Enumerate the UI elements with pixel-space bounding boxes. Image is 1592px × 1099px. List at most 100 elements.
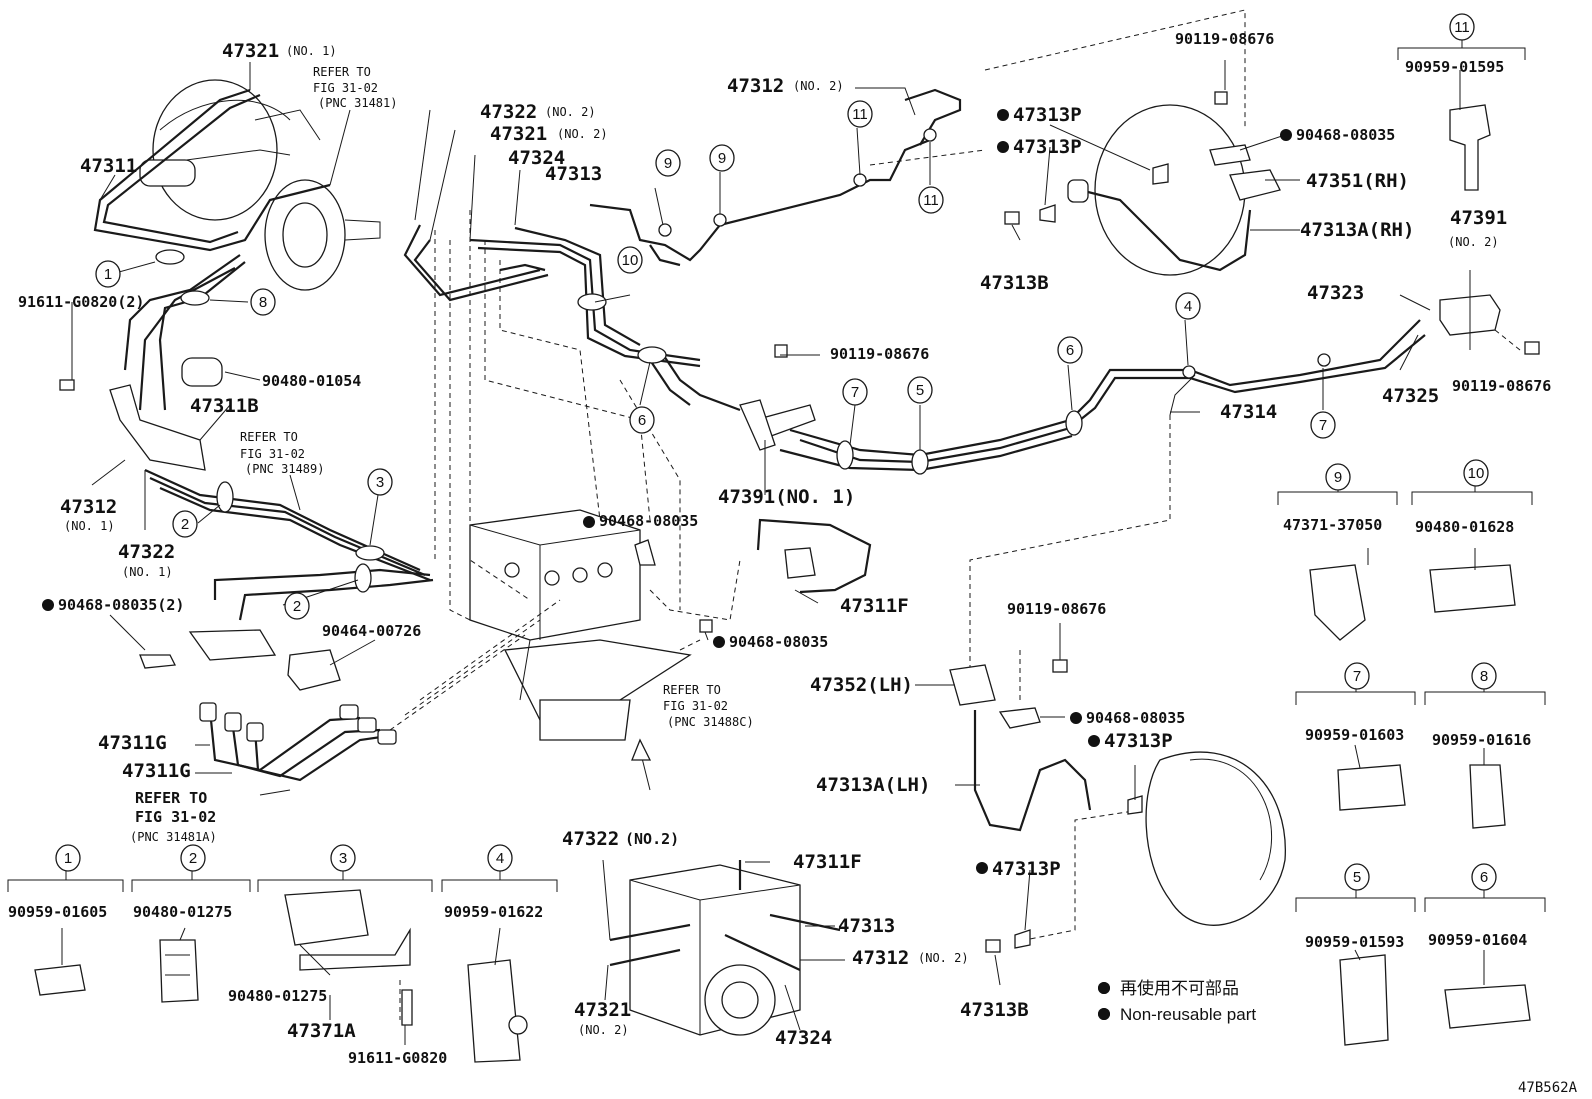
label-47311f-b: 47311F bbox=[793, 851, 862, 873]
bracket-left bbox=[109, 357, 341, 691]
refer-c-line2: FIG 31-02 bbox=[135, 808, 216, 826]
refer-b-line3: (PNC 31489) bbox=[245, 462, 324, 476]
label-47313p-b: 47313P bbox=[1013, 136, 1082, 158]
label-47321-no1: 47321 bbox=[222, 40, 279, 62]
label-47321-no2: 47321 bbox=[490, 123, 547, 145]
label-90480-01275-b: 90480-01275 bbox=[228, 987, 327, 1005]
pipe-47311f bbox=[634, 518, 872, 594]
clip-header-8-number: 8 bbox=[1480, 668, 1488, 685]
clip-header-1-number: 1 bbox=[64, 850, 72, 867]
clip-header-6-circle bbox=[1471, 863, 1497, 891]
label-90464-00726: 90464-00726 bbox=[322, 622, 421, 640]
bolt-icons bbox=[59, 91, 1540, 953]
label-47351-rh: 47351(RH) bbox=[1306, 170, 1409, 192]
callout-2-circle bbox=[172, 510, 198, 538]
label-47313-b: 47313 bbox=[838, 915, 895, 937]
callout-12-circle bbox=[907, 376, 933, 404]
callout-4-circle bbox=[284, 592, 310, 620]
lh-brake-hose bbox=[949, 664, 1286, 926]
clip-shapes bbox=[34, 564, 1531, 1063]
clip-10-part: 90480-01628 bbox=[1415, 518, 1514, 536]
label-47322-no1: 47322 bbox=[118, 541, 175, 563]
callout-7-number: 10 bbox=[622, 252, 639, 269]
clip-header-8-circle bbox=[1471, 662, 1497, 690]
legend-en: Non-reusable part bbox=[1120, 1005, 1256, 1024]
label-90119-08676-top: 90119-08676 bbox=[1175, 30, 1274, 48]
label-47313p-a: 47313P bbox=[1013, 104, 1082, 126]
label-leaders bbox=[61, 60, 1485, 1045]
label-90119-08676-mid: 90119-08676 bbox=[830, 345, 929, 363]
callout-14-number: 4 bbox=[1184, 298, 1192, 315]
label-47313b-lh: 47313B bbox=[960, 999, 1029, 1021]
label-47322-no2-b: 47322 bbox=[562, 828, 619, 850]
label-47313b-top: 47313B bbox=[980, 272, 1049, 294]
rh-brake-hose bbox=[1067, 104, 1491, 276]
label-47312-no2-suffix: (NO. 2) bbox=[793, 79, 844, 93]
refer-b-line1: REFER TO bbox=[240, 430, 298, 444]
pipes-lower-left bbox=[199, 702, 397, 782]
label-90468-08035-r: 90468-08035 bbox=[1296, 126, 1395, 144]
clip-9-part: 47371-37050 bbox=[1283, 516, 1382, 534]
clip-header-10-circle bbox=[1463, 459, 1489, 487]
label-47324-top: 47324 bbox=[508, 147, 565, 169]
callout-9-circle bbox=[847, 100, 873, 128]
label-90480-01054: 90480-01054 bbox=[262, 372, 361, 390]
clip-header-9-number: 9 bbox=[1334, 469, 1342, 486]
label-47314: 47314 bbox=[1220, 401, 1277, 423]
clip-7-part: 90959-01603 bbox=[1305, 726, 1404, 744]
refer-c-line1: REFER TO bbox=[135, 789, 207, 807]
abs-actuator-detail bbox=[609, 738, 841, 1036]
label-47312-no1-suffix: (NO. 1) bbox=[64, 519, 115, 533]
clip-header-4-number: 4 bbox=[496, 850, 504, 867]
clip-header-4-circle bbox=[487, 844, 513, 872]
callout-15-circle bbox=[1310, 411, 1336, 439]
label-47321-no2-b: 47321 bbox=[574, 999, 631, 1021]
clip-header-5-number: 5 bbox=[1353, 869, 1361, 886]
callout-10-number: 11 bbox=[923, 192, 939, 209]
callout-7-circle bbox=[617, 246, 643, 274]
label-90468-08035-2: 90468-08035(2) bbox=[58, 596, 184, 614]
label-90119-08676-r: 90119-08676 bbox=[1452, 377, 1551, 395]
label-47321-no1-suffix: (NO. 1) bbox=[286, 44, 337, 58]
callout-6-number: 9 bbox=[718, 150, 726, 167]
label-47391-no2-suffix: (NO. 2) bbox=[1448, 235, 1499, 249]
label-90119-08676-lh: 90119-08676 bbox=[1007, 600, 1106, 618]
abs-actuator-drawing bbox=[469, 509, 692, 741]
clip-header-3-number: 3 bbox=[339, 850, 347, 867]
label-90468-08035-mid: 90468-08035 bbox=[599, 512, 698, 530]
label-47322-no1-suffix: (NO. 1) bbox=[122, 565, 173, 579]
clip-1-part: 90959-01605 bbox=[8, 903, 107, 921]
label-47313p-lh: 47313P bbox=[1104, 730, 1173, 752]
refer-d-line3: (PNC 31488C) bbox=[667, 715, 754, 729]
callout-1-number: 8 bbox=[259, 294, 267, 311]
label-91611-g0820-2: 91611-G0820(2) bbox=[18, 293, 144, 311]
label-47323: 47323 bbox=[1307, 282, 1364, 304]
refer-b-line2: FIG 31-02 bbox=[240, 447, 305, 461]
label-47312-no1: 47312 bbox=[60, 496, 117, 518]
clip-header-3-circle bbox=[330, 844, 356, 872]
pipe-group-left bbox=[93, 88, 434, 621]
label-47311: 47311 bbox=[80, 155, 137, 177]
callout-1-circle bbox=[250, 288, 276, 316]
callout-6-circle bbox=[709, 144, 735, 172]
callout-3-number: 3 bbox=[376, 474, 384, 491]
label-47324-b: 47324 bbox=[775, 1027, 832, 1049]
callout-13-circle bbox=[1057, 336, 1083, 364]
label-47311b: 47311B bbox=[190, 395, 259, 417]
clip-4-part: 90959-01622 bbox=[444, 903, 543, 921]
callout-9-number: 11 bbox=[852, 106, 868, 123]
label-47322-no2: 47322 bbox=[480, 101, 537, 123]
callout-0-circle bbox=[95, 260, 121, 288]
refer-d-line2: FIG 31-02 bbox=[663, 699, 728, 713]
clip-header-2-circle bbox=[180, 844, 206, 872]
callout-15-number: 7 bbox=[1319, 417, 1327, 434]
label-47313-top: 47313 bbox=[545, 163, 602, 185]
label-47371a: 47371A bbox=[287, 1020, 356, 1042]
label-47322-no2-b-suffix: (NO.2) bbox=[625, 830, 679, 848]
callout-3-circle bbox=[367, 468, 393, 496]
refer-c-line3: (PNC 31481A) bbox=[130, 830, 217, 844]
part-labels: 47321 (NO. 1) REFER TO FIG 31-02 (PNC 31… bbox=[18, 30, 1551, 1067]
label-47312-no2: 47312 bbox=[727, 75, 784, 97]
